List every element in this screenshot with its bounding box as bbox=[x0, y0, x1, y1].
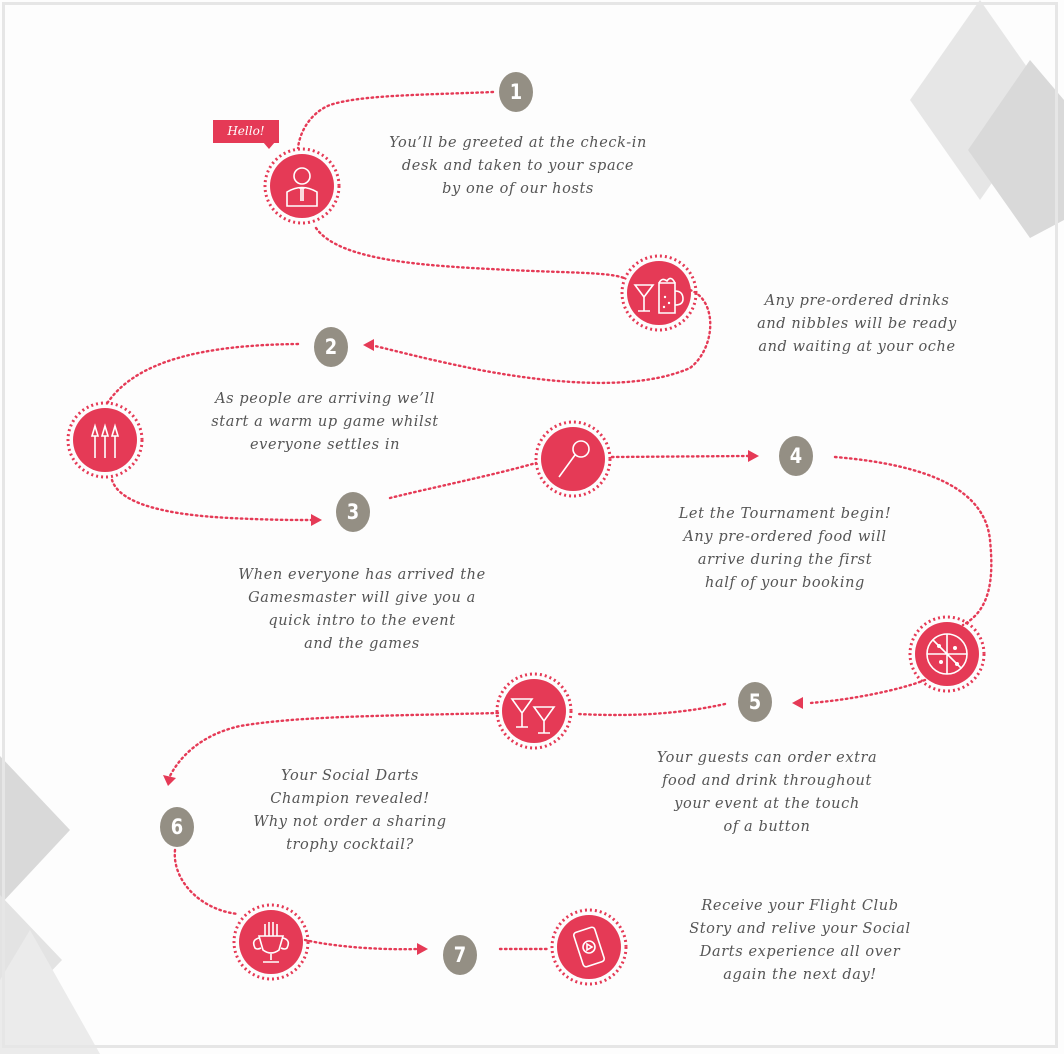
arrow-to-step-2 bbox=[363, 339, 374, 351]
microphone-icon bbox=[534, 420, 612, 498]
arrow-to-step-6 bbox=[163, 775, 176, 786]
step-7-caption: Receive your Flight Club Story and reliv… bbox=[689, 898, 911, 983]
step-6-caption: Your Social Darts Champion revealed! Why… bbox=[253, 768, 447, 853]
cocktails-icon bbox=[495, 672, 573, 750]
step-2-caption: As people are arriving we’ll start a war… bbox=[211, 391, 439, 453]
step-3-caption: When everyone has arrived the Gamesmaste… bbox=[238, 567, 486, 652]
hello-speech-bubble: Hello! bbox=[213, 120, 279, 149]
step-4-caption: Let the Tournament begin! Any pre-ordere… bbox=[678, 506, 892, 591]
arrow-to-step-3 bbox=[311, 514, 322, 526]
arrow-to-step-7 bbox=[417, 943, 428, 955]
drinks-icon bbox=[620, 254, 698, 332]
arrow-to-step-4 bbox=[748, 450, 759, 462]
step-1-number: 1 bbox=[499, 72, 533, 112]
step-6-number: 6 bbox=[160, 807, 194, 847]
step-1-caption: You’ll be greeted at the check-in desk a… bbox=[389, 135, 647, 197]
pizza-icon bbox=[908, 615, 986, 693]
host-icon bbox=[263, 147, 341, 225]
step-2-number: 2 bbox=[314, 327, 348, 367]
phone-icon bbox=[550, 908, 628, 986]
darts-icon bbox=[66, 401, 144, 479]
drinks-caption: Any pre-ordered drinks and nibbles will … bbox=[757, 293, 957, 355]
trophy-icon bbox=[232, 903, 310, 981]
step-3-number: 3 bbox=[336, 492, 370, 532]
step-4-number: 4 bbox=[779, 436, 813, 476]
step-7-number: 7 bbox=[443, 935, 477, 975]
step-5-number: 5 bbox=[738, 682, 772, 722]
step-5-caption: Your guests can order extra food and dri… bbox=[656, 750, 878, 835]
arrow-to-step-5 bbox=[792, 697, 803, 709]
